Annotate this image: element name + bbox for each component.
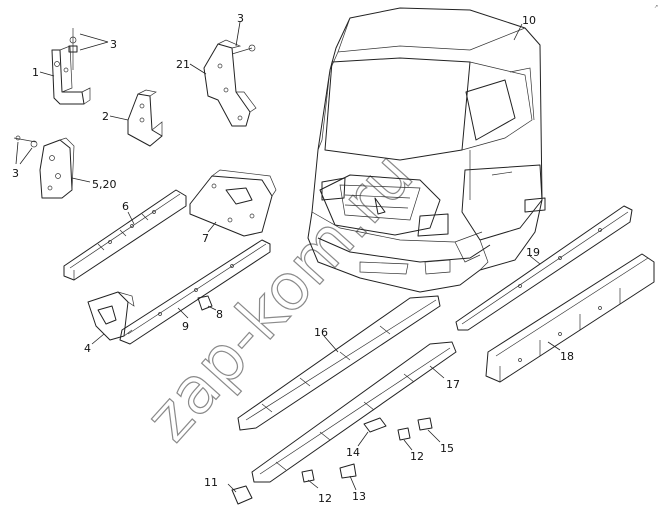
rail-part-9	[119, 239, 271, 345]
label-5-20: 5,20	[92, 178, 117, 191]
rail-part-19	[455, 205, 633, 331]
label-19: 19	[526, 246, 540, 259]
rail-part-6	[63, 189, 187, 281]
label-10: 10	[522, 14, 536, 27]
label-4: 4	[84, 342, 91, 355]
label-14: 14	[346, 446, 360, 459]
bracket-part-5-20	[13, 135, 75, 199]
label-13: 13	[352, 490, 366, 503]
label-1: 1	[32, 66, 39, 79]
label-21: 21	[176, 58, 190, 71]
label-18: 18	[560, 350, 574, 363]
bracket-part-2	[127, 89, 163, 147]
clip-part-15	[417, 417, 433, 431]
part-labels: 1 2 3 3 3 4 5,20 6 7 8 9 10 11 12 12 13 …	[12, 12, 574, 505]
label-11: 11	[204, 476, 218, 489]
bracket-part-1	[51, 28, 91, 105]
label-9: 9	[182, 320, 189, 333]
label-2: 2	[102, 110, 109, 123]
label-17: 17	[446, 378, 460, 391]
clip-part-8	[197, 295, 213, 311]
side-member-part-18	[485, 253, 655, 383]
bracket-part-11	[231, 485, 253, 505]
label-15: 15	[440, 442, 454, 455]
label-3-top-center: 3	[237, 12, 244, 25]
plate-part-7	[189, 169, 277, 237]
label-3-left: 3	[12, 167, 19, 180]
bracket-part-21	[203, 39, 257, 127]
label-6: 6	[122, 200, 129, 213]
label-8: 8	[216, 308, 223, 321]
label-7: 7	[202, 232, 209, 245]
clip-part-12-lower	[301, 469, 315, 483]
rail-part-16	[237, 295, 441, 431]
label-16: 16	[314, 326, 328, 339]
label-12-lower: 12	[318, 492, 332, 505]
clip-part-13	[339, 463, 357, 479]
corner-mark: ↗	[654, 4, 658, 10]
cab-assembly	[307, 7, 546, 293]
label-3-top-left: 3	[110, 38, 117, 51]
clip-part-12-upper	[397, 427, 411, 441]
watermark-text: zap-kom.ru	[132, 139, 428, 456]
bracket-part-14	[363, 417, 387, 433]
leader-lines	[15, 21, 561, 493]
bracket-part-4	[87, 291, 135, 341]
rail-part-17	[251, 341, 457, 483]
label-12-upper: 12	[410, 450, 424, 463]
